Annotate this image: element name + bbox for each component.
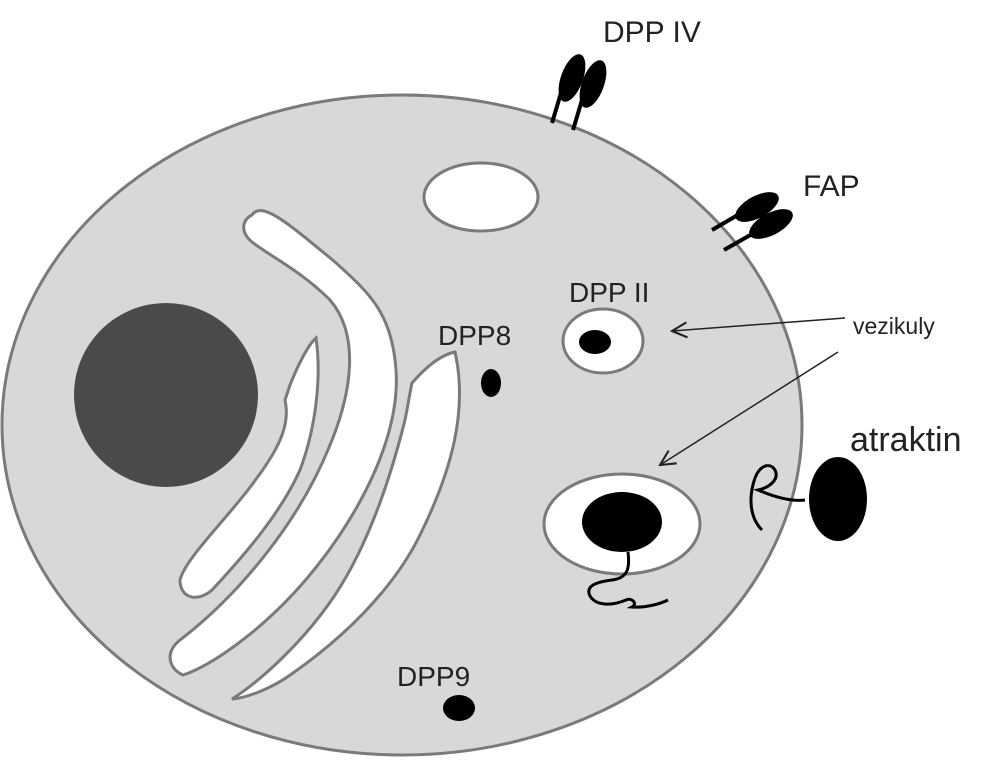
dpp9-protein (443, 695, 475, 721)
lower-vesicle-protein (582, 492, 662, 552)
label-atraktin: atraktin (850, 421, 962, 459)
label-vezikuly: vezikuly (853, 313, 935, 339)
label-dpp-iv: DPP IV (603, 16, 701, 49)
dpp8-protein (481, 369, 501, 397)
label-dpp8: DPP8 (438, 320, 511, 351)
upper-vacuole (424, 163, 538, 231)
nucleus (74, 303, 258, 487)
label-dpp-ii: DPP II (569, 277, 649, 308)
dpp-iv-protein (552, 51, 612, 130)
atraktin-protein (809, 457, 867, 541)
label-dpp9: DPP9 (397, 661, 470, 692)
dpp-ii-protein (579, 330, 611, 354)
label-fap: FAP (803, 170, 860, 203)
